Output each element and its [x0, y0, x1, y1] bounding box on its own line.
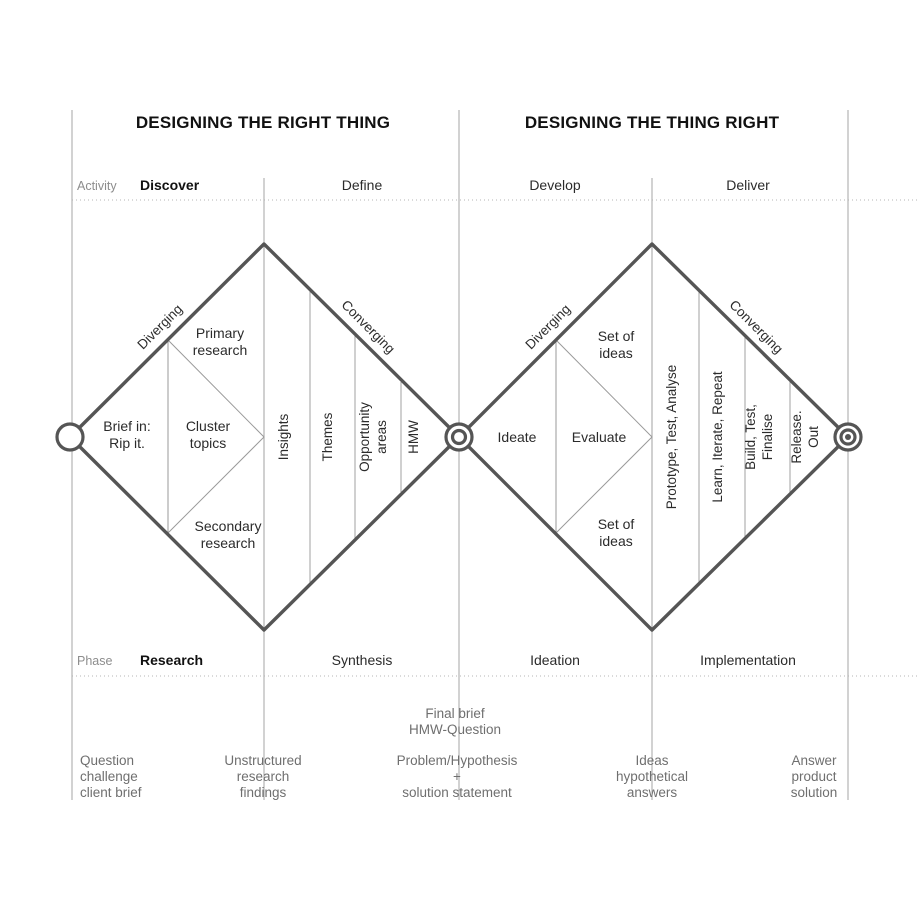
phase-synthesis: Synthesis [332, 652, 393, 668]
outcome-unstructured-research-findings: Unstructured research findings [224, 753, 301, 800]
node-start-ring [55, 422, 85, 452]
label-secondary-research: research [201, 535, 255, 551]
node-start [55, 422, 85, 452]
mid-note-final-brief: Final brief [425, 706, 485, 721]
label-themes: Themes [320, 412, 335, 461]
horizontal-dotted-guides [72, 199, 918, 677]
inner-diamond-right [555, 339, 653, 534]
outcome-line: hypothetical [616, 769, 688, 784]
label-set-of-bottom: Set of [598, 516, 635, 532]
outcome-answer-product-solution: Answer product solution [791, 753, 838, 800]
node-middle [444, 422, 474, 452]
activity-deliver: Deliver [726, 177, 770, 193]
outcome-line: findings [240, 785, 287, 800]
node-end [833, 422, 863, 452]
phase-implementation: Implementation [700, 652, 796, 668]
label-out: Out [806, 426, 821, 448]
activity-discover: Discover [140, 177, 200, 193]
phase-research: Research [140, 652, 203, 668]
outcome-line: + [453, 769, 461, 784]
label-ideate: Ideate [498, 429, 537, 445]
heading-designing-the-thing-right: DESIGNING THE THING RIGHT [525, 113, 780, 132]
label-brief-in: Brief in: [103, 418, 150, 434]
outcome-line: Answer [791, 753, 837, 768]
outcome-line: Question [80, 753, 134, 768]
heading-designing-the-right-thing: DESIGNING THE RIGHT THING [136, 113, 390, 132]
label-hmw: HMW [406, 420, 421, 454]
outcome-question-challenge-brief: Question challenge client brief [80, 753, 142, 800]
label-cluster: Cluster [186, 418, 231, 434]
outcome-line: Problem/Hypothesis [397, 753, 518, 768]
mid-note-hmw-question: HMW-Question [409, 722, 501, 737]
label-rip-it: Rip it. [109, 435, 145, 451]
outcome-line: challenge [80, 769, 138, 784]
activity-row-key: Activity [77, 179, 117, 193]
outcome-ideas-hypothetical-answers: Ideas hypothetical answers [616, 753, 688, 800]
label-evaluate: Evaluate [572, 429, 627, 445]
label-insights: Insights [276, 413, 291, 460]
outcome-line: solution [791, 785, 838, 800]
label-release: Release. [789, 410, 804, 463]
label-build-test: Build, Test, [743, 404, 758, 470]
outcome-problem-hypothesis-solution: Problem/Hypothesis + solution statement [397, 753, 518, 800]
outcome-line: solution statement [402, 785, 512, 800]
label-opportunity: Opportunity [357, 402, 372, 472]
label-learn-iterate-repeat: Learn, Iterate, Repeat [710, 371, 725, 503]
phase-row-key: Phase [77, 654, 112, 668]
outcome-line: Unstructured [224, 753, 301, 768]
label-set-of-top: Set of [598, 328, 635, 344]
label-prototype-test-analyse: Prototype, Test, Analyse [664, 365, 679, 510]
inner-diamond-left [167, 339, 265, 534]
outcome-line: Ideas [635, 753, 668, 768]
label-primary-research: research [193, 342, 247, 358]
node-end-center-dot [845, 434, 851, 440]
label-areas: areas [374, 420, 389, 454]
node-middle-inner-ring [450, 428, 468, 446]
label-ideas-bottom: ideas [599, 533, 632, 549]
label-secondary: Secondary [195, 518, 262, 534]
outcome-line: answers [627, 785, 678, 800]
label-topics: topics [190, 435, 227, 451]
outcome-line: client brief [80, 785, 142, 800]
label-primary: Primary [196, 325, 244, 341]
activity-define: Define [342, 177, 383, 193]
outcome-line: research [237, 769, 290, 784]
vertical-guides [71, 110, 849, 800]
activity-develop: Develop [529, 177, 581, 193]
label-finalise: Finalise [760, 414, 775, 461]
phase-ideation: Ideation [530, 652, 580, 668]
label-diverging-right: Diverging [522, 301, 573, 352]
outcome-line: product [791, 769, 836, 784]
label-diverging-left: Diverging [134, 301, 185, 352]
label-ideas-top: ideas [599, 345, 632, 361]
